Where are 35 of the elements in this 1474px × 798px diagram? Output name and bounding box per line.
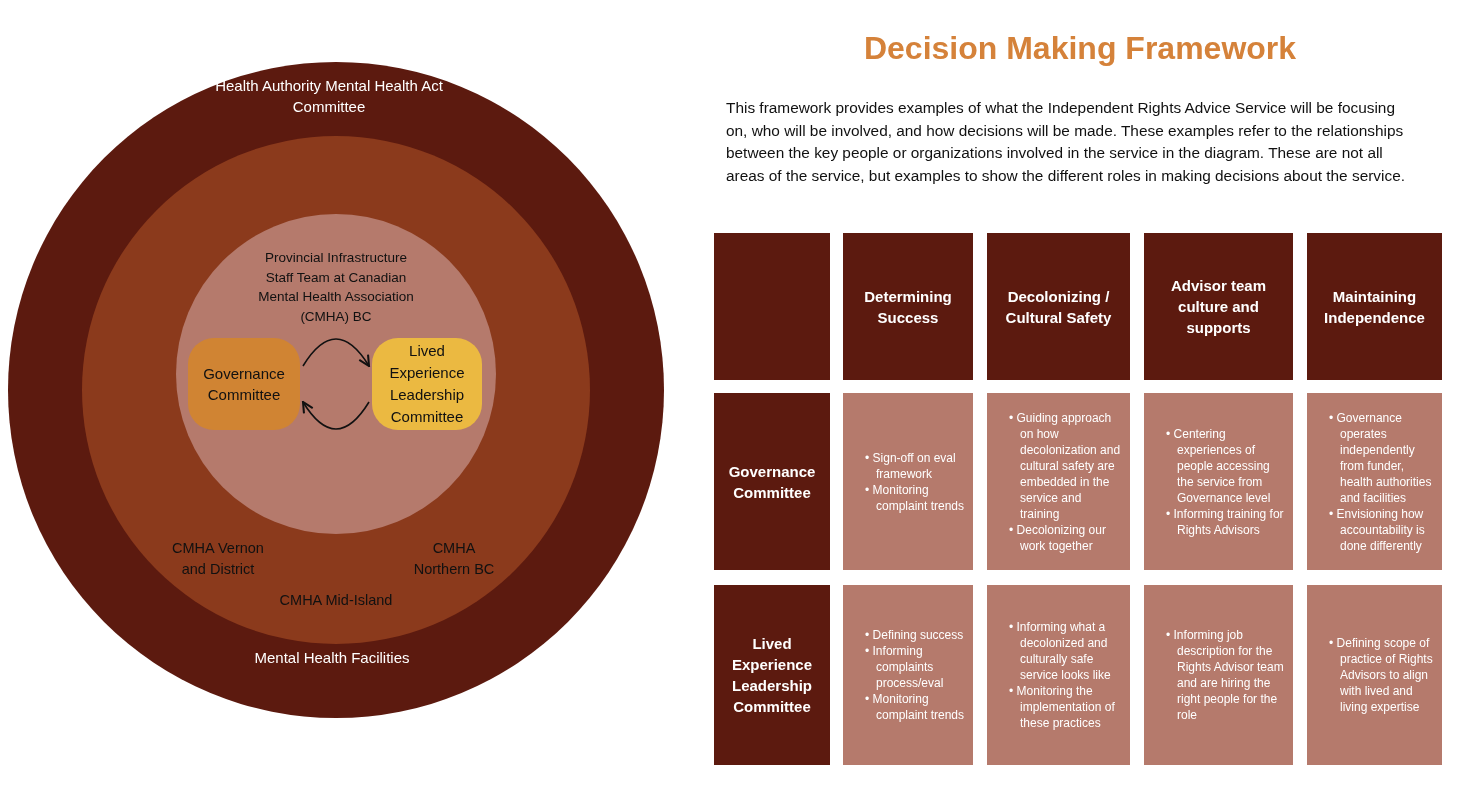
bullet-item: • Informing complaints process/eval (865, 643, 945, 691)
bullet-item: • Informing training for Rights Advisors (1166, 505, 1285, 538)
header-cell: Decolonizing / Cultural Safety (987, 233, 1130, 380)
bullet-item: • Envisioning how accountability is done differently (1329, 505, 1426, 554)
bullet-item: • Decolonizing our work together (1009, 521, 1107, 554)
bullet-item: • Defining scope of practice of Rights Advisors to align with lived and living expertise (1329, 635, 1434, 715)
node-label: Governance Committee (202, 364, 286, 405)
header-cell: Governance Committee (714, 393, 830, 570)
bullet-item: • Monitoring complaint trends (865, 481, 965, 514)
committee-box (188, 338, 300, 430)
header-cell: Maintaining Independence (1307, 233, 1442, 380)
description-paragraph: This framework provides examples of what the Independent Rights Advice Service will be focusing on, who will be involved, and how decisions will be made. These examples refer to the relationships between the key people or organizations involved in the service in the diagram. These are not all areas of the service, but examples to show the different roles in making decisions about the service. (726, 98, 1406, 186)
cycle-arrow (302, 401, 370, 430)
node-label: Mental Health Facilities (253, 648, 411, 668)
header-cell: Lived Experience Leadership Committee (714, 585, 830, 765)
node-label: Provincial Infrastructure Staff Team at Canadian Mental Health Association (CMHA) BC (257, 249, 415, 326)
committee-box (372, 338, 482, 430)
bullet-item: • Monitoring complaint trends (865, 691, 965, 723)
node-label: Lived Experience Leadership Committee (388, 341, 466, 427)
bullet-item: • Defining success (865, 627, 965, 643)
bullet-item: • Centering experiences of people accessing the service from Governance level (1166, 425, 1272, 506)
node-label: CMHA Vernon and District (171, 539, 265, 579)
bullet-item: • Informing what a decolonized and culturally safe service looks like (1009, 619, 1112, 683)
bullet-item: • Guiding approach on how decolonization and cultural safety are embedded in the service and training (1009, 409, 1122, 522)
header-cell: Advisor team culture and supports (1144, 233, 1293, 380)
bullet-item: • Monitoring the implementation of these practices (1009, 683, 1116, 731)
bullet-item: • Governance operates independently from funder, health authorities and facilities (1329, 409, 1433, 506)
title: Decision Making Framework (862, 30, 1298, 67)
node-label: CMHA Mid-Island (278, 591, 394, 610)
header-cell: Determining Success (843, 233, 973, 380)
bullet-item: • Informing job description for the Rights Advisor team and are hiring the right people for the role (1166, 627, 1285, 723)
cycle-arrow (302, 338, 370, 367)
bullet-item: • Sign-off on eval framework (865, 449, 957, 482)
node-label: CMHA Northern BC (412, 539, 496, 579)
node-label: Health Authority Mental Health Act Committee (214, 76, 444, 117)
